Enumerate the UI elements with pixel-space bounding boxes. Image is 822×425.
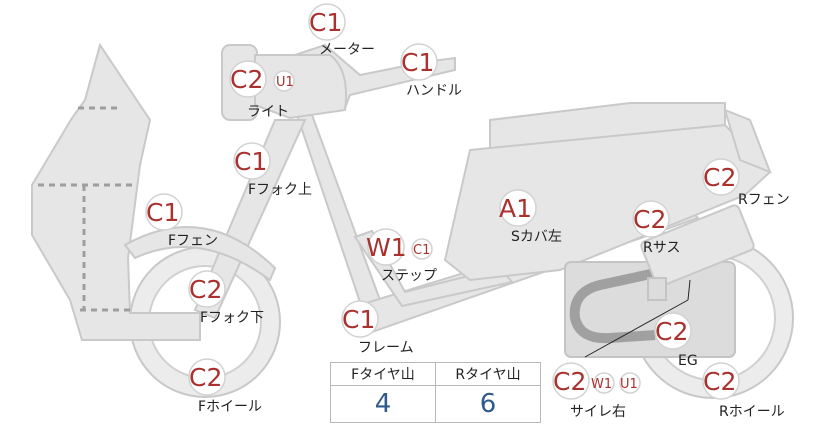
grade-r-wheel: C2 Rホイール <box>702 362 785 420</box>
label-r-fender: Rフェン <box>738 192 790 208</box>
grade-muffler-right-main: C2 <box>553 367 586 396</box>
grade-r-fender: C2 Rフェン <box>702 158 790 208</box>
grade-f-wheel-main: C2 <box>189 363 222 392</box>
engine-shape <box>564 204 755 358</box>
front-tread-value: 4 <box>330 385 436 423</box>
grade-frame: C1 フレーム <box>341 300 414 356</box>
grade-f-fork-lower: C2 Fフォク下 <box>188 270 264 326</box>
rear-tread-header: Rタイヤ山 <box>435 362 541 386</box>
grade-f-fork-lower-main: C2 <box>189 275 222 304</box>
grade-handle: C1 ハンドル <box>400 43 462 99</box>
front-tread-header: Fタイヤ山 <box>330 362 436 386</box>
grade-s-cover-left-main: A1 <box>499 194 532 223</box>
grade-light-main: C2 <box>230 65 263 94</box>
front-fender-shape <box>123 226 277 282</box>
grade-muffler-right: C2 W1 U1 サイレ右 <box>552 362 641 420</box>
grade-f-fender-main: C1 <box>146 198 179 227</box>
grade-frame-main: C1 <box>342 305 375 334</box>
grade-engine-main: C2 <box>655 317 688 346</box>
grade-r-fender-main: C2 <box>703 163 736 192</box>
grade-f-fork-upper: C1 Fフォク上 <box>233 142 312 198</box>
label-handle: ハンドル <box>406 83 462 99</box>
seat-body-shape <box>443 102 772 282</box>
grade-light: C2 U1 ライト <box>229 60 295 120</box>
label-step: ステップ <box>381 268 437 284</box>
label-frame: フレーム <box>358 340 414 356</box>
tread-value-row: 4 6 <box>330 385 541 423</box>
grade-meter: C1 メーター <box>308 3 375 58</box>
tread-header-row: Fタイヤ山 Rタイヤ山 <box>330 362 541 386</box>
label-r-wheel: Rホイール <box>719 404 785 420</box>
label-f-wheel: Fホイール <box>198 399 262 415</box>
grade-step: W1 C1 ステップ <box>366 228 437 284</box>
grade-r-wheel-main: C2 <box>703 367 736 396</box>
leg-shield-shape <box>31 42 201 341</box>
label-f-fork-lower: Fフォク下 <box>200 310 264 326</box>
label-meter: メーター <box>319 42 375 58</box>
label-f-fork-upper: Fフォク上 <box>248 182 312 198</box>
label-engine: EG <box>678 353 698 369</box>
grade-s-cover-left: A1 Sカバ左 <box>499 189 562 245</box>
label-s-cover-left: Sカバ左 <box>511 229 562 245</box>
grade-r-suspension-main: C2 <box>633 205 666 234</box>
label-f-fender: Fフェン <box>168 233 218 249</box>
grade-muffler-right-sub-1: W1 <box>591 377 612 392</box>
grade-step-sub: C1 <box>413 243 430 258</box>
label-light: ライト <box>247 104 289 120</box>
rear-tread-value: 6 <box>435 385 541 423</box>
grade-f-fork-upper-main: C1 <box>234 147 267 176</box>
grade-light-sub: U1 <box>276 75 294 90</box>
label-muffler-right: サイレ右 <box>570 404 626 420</box>
grade-step-main: W1 <box>366 233 407 262</box>
grade-muffler-right-sub-2: U1 <box>620 377 638 392</box>
grade-f-wheel: C2 Fホイール <box>188 358 262 415</box>
grade-meter-main: C1 <box>309 8 342 37</box>
grade-engine: C2 EG <box>654 312 698 369</box>
label-r-suspension: Rサス <box>643 240 680 256</box>
grade-handle-main: C1 <box>401 48 434 77</box>
grade-f-fender: C1 Fフェン <box>145 193 218 249</box>
grade-r-suspension: C2 Rサス <box>632 200 680 256</box>
tire-tread-table: Fタイヤ山 Rタイヤ山 4 6 <box>330 362 541 423</box>
